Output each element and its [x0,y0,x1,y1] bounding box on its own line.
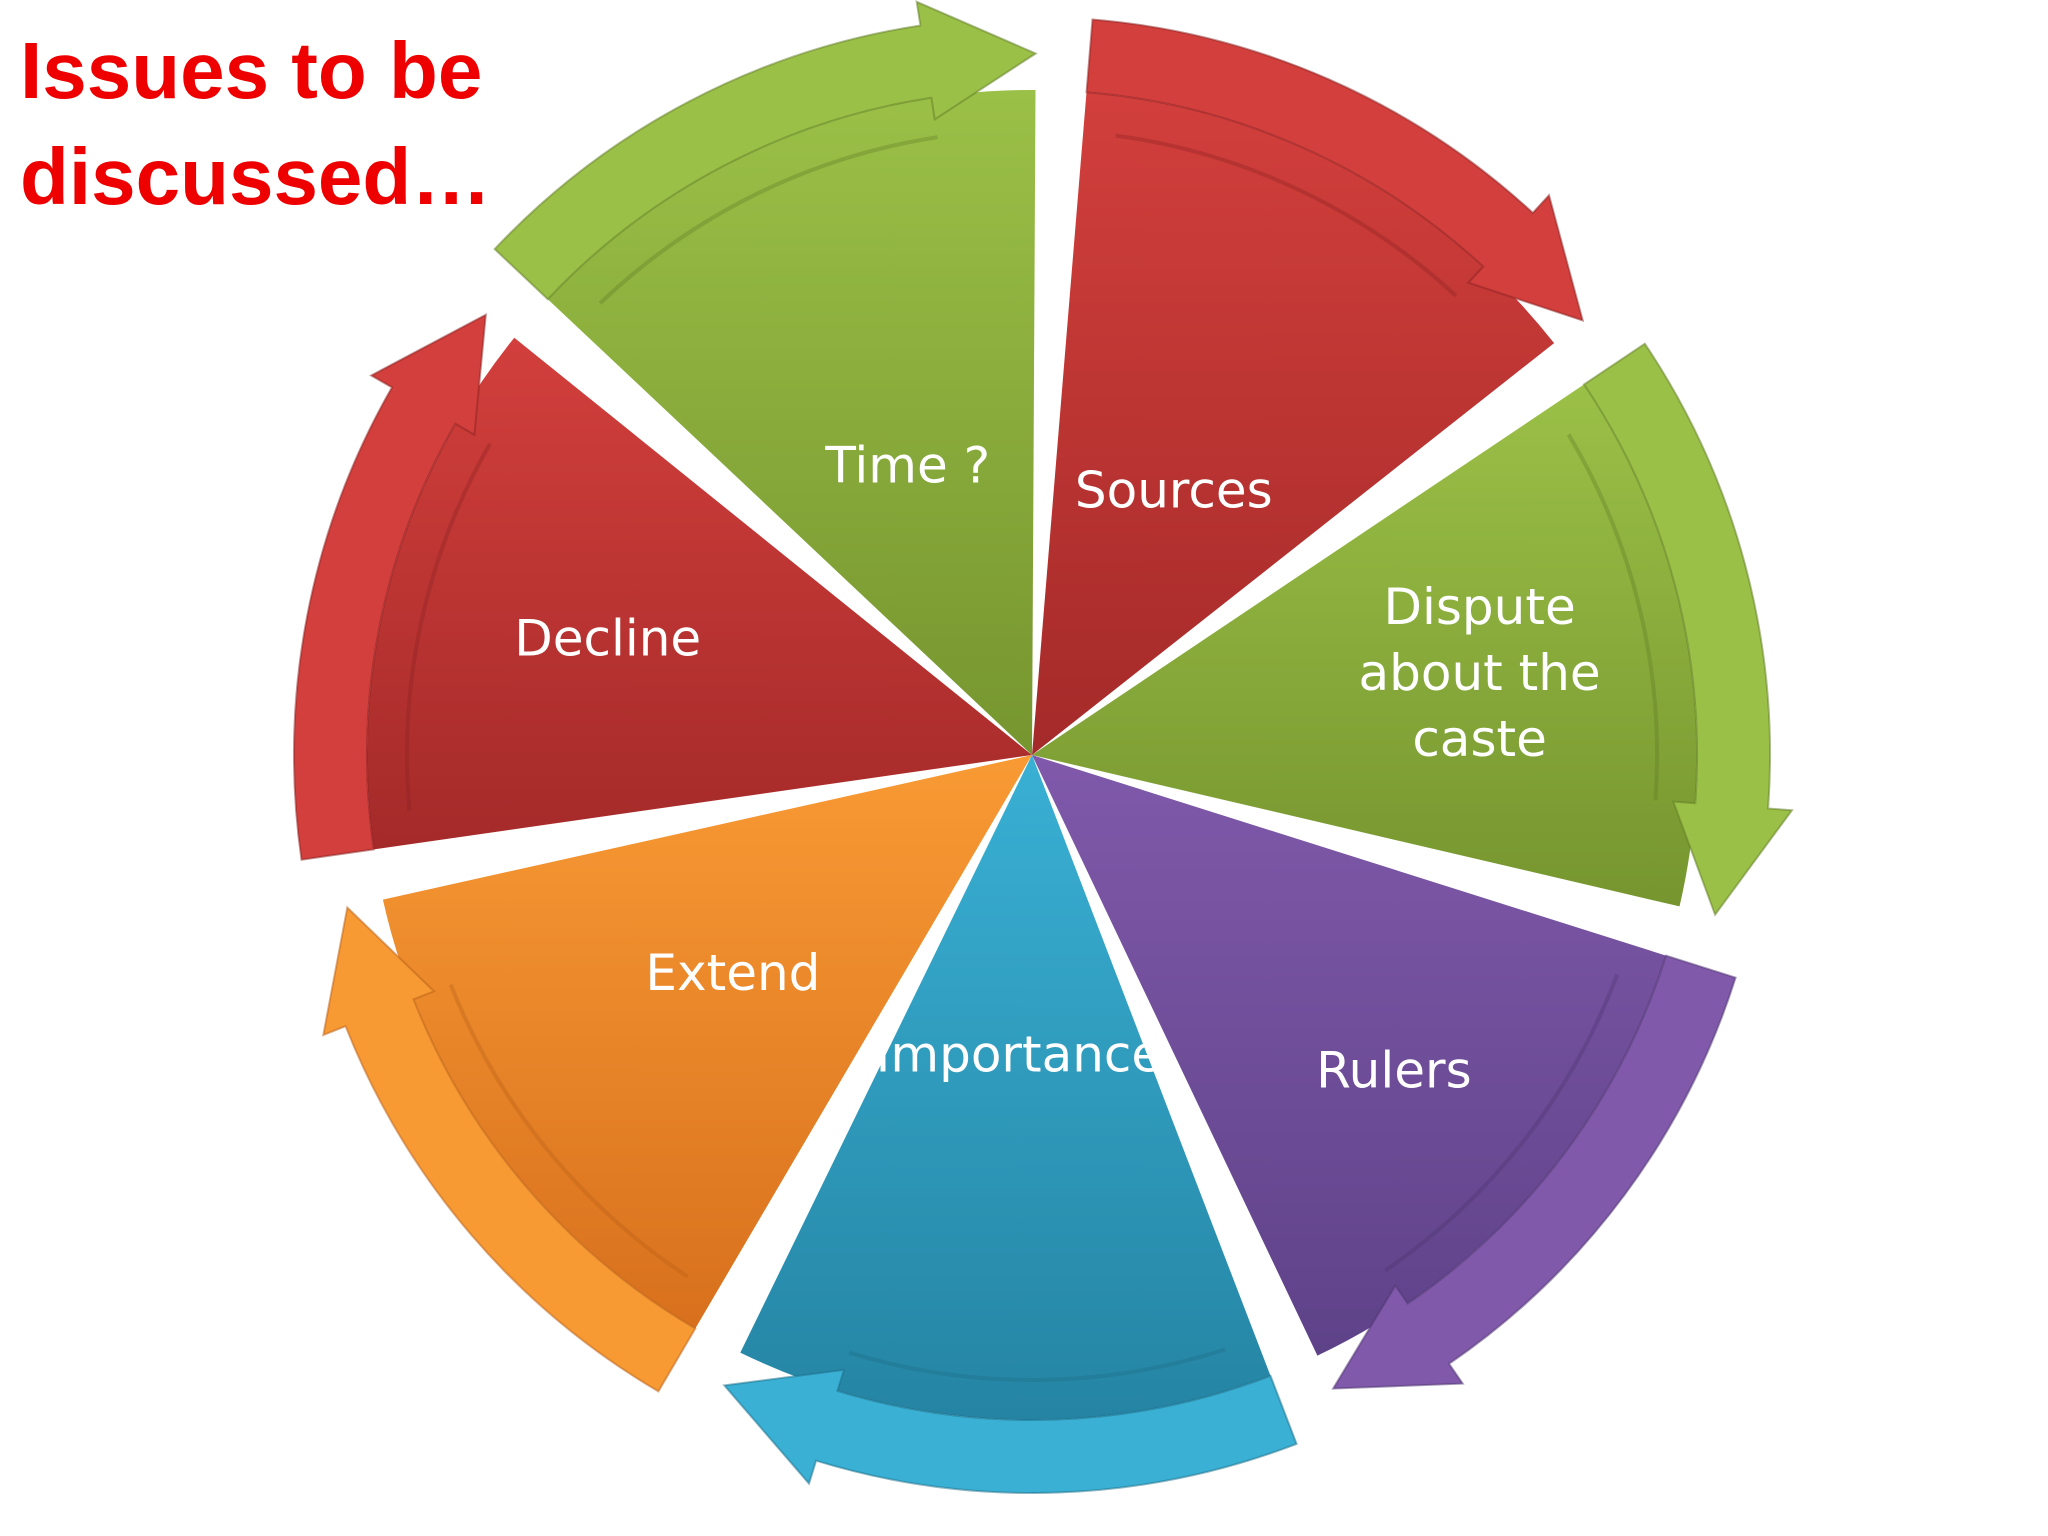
segment-wedge [366,337,1033,850]
segment-label: Decline [514,610,701,668]
segment-label-line: Importance [876,1026,1163,1084]
segment-wedge [1032,92,1555,755]
segment-wedge [1032,384,1697,907]
segment-groove [448,983,689,1279]
segment-wedge [547,89,1036,755]
segment-label: Importance [876,1026,1163,1084]
segment-arrow [1582,342,1794,917]
segment-label-line: about the [1358,644,1600,702]
segment-arrow [493,0,1038,301]
segment-label-line: Sources [1075,462,1273,520]
segment-label-line: Extend [645,944,820,1002]
segment-sources: Sources [1032,18,1585,755]
segment-label: Dispute about the caste [1358,578,1600,768]
segment-extend: Extend [321,755,1032,1393]
segment-wedge [740,755,1271,1421]
segment-wedge [1032,755,1666,1356]
segment-label: Extend [645,944,820,1002]
segment-arrow [321,905,697,1393]
segment-rulers: Rulers [1032,755,1737,1390]
segment-label-line: caste [1412,710,1547,768]
segment-groove [404,442,492,812]
segment-time: Time ? [493,0,1038,755]
segment-groove [1384,973,1620,1273]
segment-dispute-about-the-caste: Dispute about the caste [1032,342,1794,917]
segment-wedge [382,755,1032,1329]
segment-label-line: Dispute [1383,578,1575,636]
segment-label: Rulers [1316,1041,1471,1099]
segment-label: Time ? [824,437,990,495]
segment-arrow [1085,18,1585,323]
segment-groove [1566,433,1660,801]
slide-title: Issues to be discussed… [20,26,492,221]
segment-groove [848,1347,1226,1382]
segment-label: Sources [1075,462,1273,520]
segment-arrow [722,1368,1298,1494]
segment-decline: Decline [293,313,1033,861]
segment-groove [1115,133,1458,298]
segment-label-line: Rulers [1316,1041,1471,1099]
segment-arrow [1331,954,1737,1390]
segment-groove [598,135,938,305]
segment-importance: Importance [722,755,1298,1494]
segment-label-line: Time ? [824,437,990,495]
segment-label-line: Decline [514,610,701,668]
segment-arrow [293,313,487,861]
